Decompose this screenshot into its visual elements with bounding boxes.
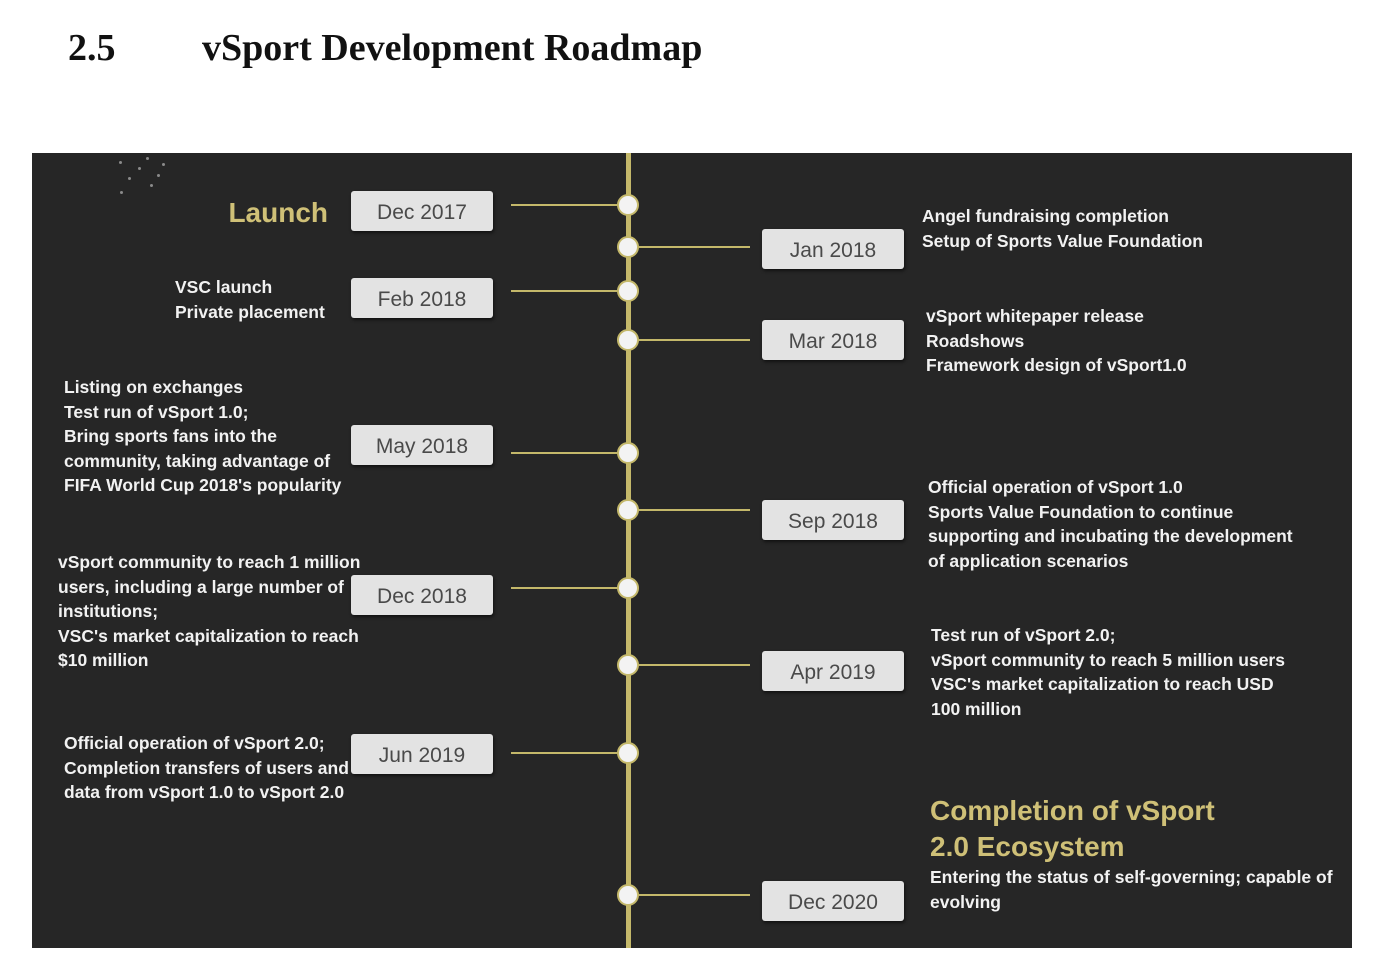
- milestone-headline-dec-2017: Launch: [228, 197, 328, 228]
- description-line: VSC's market capitalization to reach: [58, 625, 359, 646]
- milestone-date-mar-2018: Mar 2018: [762, 320, 904, 360]
- milestone-dot-sep-2018: [617, 499, 639, 521]
- description-line: Roadshows: [926, 330, 1025, 351]
- milestone-headline-dec-2020: Completion of vSport 2.0 Ecosystem: [930, 795, 1215, 862]
- decorative-sparkle: [120, 191, 123, 194]
- milestone-date-dec-2020: Dec 2020: [762, 881, 904, 921]
- description-line: 100 million: [931, 698, 1022, 719]
- milestone-date-feb-2018: Feb 2018: [351, 278, 493, 318]
- milestone-connector-jan-2018: [639, 246, 750, 248]
- milestone-connector-may-2018: [511, 452, 617, 454]
- decorative-sparkle: [146, 157, 149, 160]
- milestone-connector-dec-2020: [639, 894, 750, 896]
- description-line: Setup of Sports Value Foundation: [922, 230, 1203, 251]
- milestone-dot-may-2018: [617, 442, 639, 464]
- description-line: vSport community to reach 5 million user…: [931, 649, 1285, 670]
- milestone-description-apr-2019: Test run of vSport 2.0; vSport community …: [931, 623, 1285, 721]
- milestone-date-apr-2019: Apr 2019: [762, 651, 904, 691]
- milestone-description-dec-2018: vSport community to reach 1 million users…: [58, 550, 360, 673]
- section-number: 2.5: [68, 27, 116, 69]
- description-line: Framework design of vSport1.0: [926, 355, 1187, 375]
- description-line: community, taking advantage of: [64, 450, 331, 471]
- milestone-dot-dec-2020: [617, 884, 639, 906]
- milestone-connector-dec-2017: [511, 204, 617, 206]
- description-line: of application scenarios: [928, 550, 1129, 571]
- milestone-date-sep-2018: Sep 2018: [762, 500, 904, 540]
- milestone-dot-dec-2018: [617, 577, 639, 599]
- milestone-date-dec-2017: Dec 2017: [351, 191, 493, 231]
- milestone-connector-sep-2018: [639, 509, 750, 511]
- description-line: institutions;: [58, 601, 159, 621]
- section-heading: 2.5 vSport Development Roadmap: [68, 26, 702, 70]
- description-line: Bring sports fans into the: [64, 426, 277, 446]
- description-line: data from vSport 1.0 to vSport 2.0: [64, 782, 345, 802]
- milestone-date-jan-2018: Jan 2018: [762, 229, 904, 269]
- milestone-date-may-2018: May 2018: [351, 425, 493, 465]
- milestone-dot-jan-2018: [617, 236, 639, 258]
- description-line: Private placement: [175, 301, 325, 322]
- description-line: vSport community to reach 1 million: [58, 552, 361, 572]
- description-line: Official operation of vSport 1.0: [928, 477, 1183, 497]
- milestone-description-dec-2020: Entering the status of self-governing; c…: [930, 865, 1333, 914]
- description-line: $10 million: [58, 650, 149, 670]
- milestone-connector-dec-2018: [511, 587, 617, 589]
- milestone-description-jun-2019: Official operation of vSport 2.0; Complet…: [64, 731, 349, 805]
- milestone-connector-mar-2018: [639, 339, 750, 341]
- milestone-date-dec-2018: Dec 2018: [351, 575, 493, 615]
- description-line: supporting and incubating the developmen…: [928, 526, 1293, 546]
- description-line: users, including a large number of: [58, 576, 344, 597]
- milestone-dot-feb-2018: [617, 280, 639, 302]
- description-line: Entering the status of self-governing; c…: [930, 867, 1333, 887]
- description-line: Test run of vSport 2.0;: [931, 625, 1116, 645]
- description-line: VSC's market capitalization to reach USD: [931, 674, 1274, 694]
- decorative-sparkle: [128, 177, 131, 180]
- milestone-connector-apr-2019: [639, 664, 750, 666]
- description-line: vSport whitepaper release: [926, 306, 1144, 326]
- milestone-connector-feb-2018: [511, 290, 617, 292]
- milestone-dot-apr-2019: [617, 654, 639, 676]
- description-line: Test run of vSport 1.0;: [64, 401, 249, 422]
- decorative-sparkle: [138, 167, 141, 170]
- section-title: vSport Development Roadmap: [202, 27, 703, 69]
- decorative-sparkle: [157, 174, 160, 177]
- description-line: Angel fundraising completion: [922, 206, 1169, 226]
- decorative-sparkle: [150, 184, 153, 187]
- description-line: FIFA World Cup 2018's popularity: [64, 475, 342, 495]
- description-line: Listing on exchanges: [64, 377, 243, 397]
- description-line: Completion transfers of users and: [64, 757, 349, 778]
- milestone-connector-jun-2019: [511, 752, 617, 754]
- milestone-dot-mar-2018: [617, 329, 639, 351]
- milestone-dot-jun-2019: [617, 742, 639, 764]
- milestone-date-jun-2019: Jun 2019: [351, 734, 493, 774]
- decorative-sparkle: [162, 163, 165, 166]
- description-line: Official operation of vSport 2.0;: [64, 733, 325, 753]
- timeline-spine: [626, 153, 631, 948]
- description-line: evolving: [930, 891, 1001, 912]
- milestone-dot-dec-2017: [617, 194, 639, 216]
- decorative-sparkle: [119, 161, 122, 164]
- description-line: Sports Value Foundation to continue: [928, 501, 1234, 522]
- description-line: VSC launch: [175, 277, 273, 297]
